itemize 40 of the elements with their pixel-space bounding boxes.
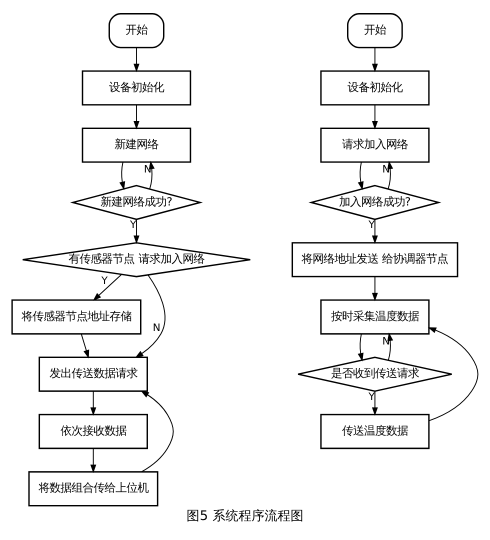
arrow: [119, 161, 126, 190]
node-box: 新建网络: [82, 127, 192, 162]
node-box: 将传感器节点地址存储: [11, 298, 142, 334]
arrow: [372, 276, 378, 301]
arrow: [80, 332, 90, 358]
node-box: 开始: [108, 12, 164, 48]
node-box: 依次接收数据: [38, 413, 148, 449]
edge-label: Y: [101, 274, 108, 287]
arrow: [372, 218, 378, 244]
arrow: [372, 46, 378, 72]
node-diamond: 新建网络成功?: [70, 184, 203, 220]
arrow: [134, 274, 166, 358]
arrow: [92, 274, 122, 300]
arrow: [358, 161, 364, 190]
node-box: 传送温度数据: [320, 413, 430, 449]
edge-label: Y: [368, 390, 375, 402]
arrow: [428, 326, 478, 421]
node-box: 设备初始化: [82, 70, 192, 106]
node-box: 将数据组合传给上位机: [28, 470, 158, 506]
node-box: 发出传送数据请求: [38, 356, 148, 392]
arrow: [90, 447, 96, 473]
node-diamond: 加入网络成功?: [308, 184, 442, 220]
arrow: [140, 390, 174, 472]
node-diamond: 是否收到传送请求: [297, 356, 452, 392]
node-diamond: 有传感器节点 请求加入网络: [22, 242, 251, 277]
node-box: 开始: [347, 12, 403, 48]
edge-label: N: [152, 321, 161, 334]
edge-label: Y: [368, 218, 375, 231]
arrow: [134, 218, 140, 244]
caption: 图5 系统程序流程图: [186, 508, 304, 524]
node-box: 设备初始化: [320, 70, 430, 106]
node-box: 请求加入网络: [320, 127, 430, 162]
arrow: [358, 332, 364, 361]
arrow: [372, 104, 378, 129]
arrow: [134, 46, 140, 72]
node-box: 将网络地址发送 给协调器节点: [292, 242, 458, 277]
node-box: 按时采集温度数据: [320, 298, 430, 334]
arrow: [90, 390, 96, 416]
arrow: [372, 390, 378, 416]
arrow: [134, 104, 140, 129]
